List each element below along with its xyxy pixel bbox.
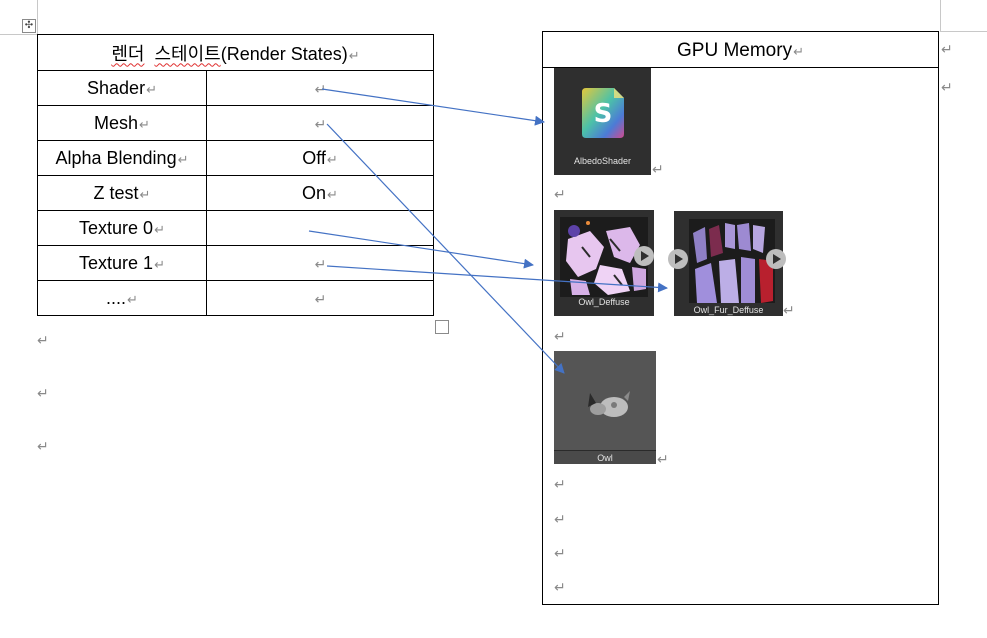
asset-name-label: Owl_Fur_Deffuse bbox=[693, 305, 764, 315]
paragraph-mark: ↵ bbox=[657, 451, 669, 467]
row-label-cell: Texture 1↵ bbox=[37, 245, 207, 281]
paragraph-mark: ↵ bbox=[554, 186, 566, 202]
paragraph-mark: ↵ bbox=[154, 256, 165, 272]
albedo-shader-thumbnail[interactable]: S AlbedoShader bbox=[554, 68, 651, 175]
play-arrow-icon bbox=[668, 249, 688, 269]
title-en: (Render States) bbox=[220, 43, 348, 64]
crop-mark-left bbox=[0, 34, 38, 35]
svg-text:S: S bbox=[594, 99, 613, 129]
table-move-handle-icon[interactable]: ✣ bbox=[22, 19, 36, 33]
crop-mark-top-left bbox=[37, 0, 38, 34]
paragraph-mark: ↵ bbox=[37, 438, 49, 454]
shader-s-icon: S bbox=[582, 88, 624, 138]
paragraph-mark: ↵ bbox=[37, 385, 49, 401]
owl-mesh-icon bbox=[588, 391, 630, 417]
row-value: On bbox=[302, 182, 327, 203]
row-label: Texture 1 bbox=[79, 252, 154, 273]
row-value-cell: ↵ bbox=[206, 245, 434, 281]
paragraph-mark: ↵ bbox=[327, 186, 338, 202]
row-label-cell: Shader↵ bbox=[37, 70, 207, 106]
row-label: Alpha Blending bbox=[55, 147, 177, 168]
asset-name-label: Owl bbox=[597, 453, 613, 463]
row-value-cell bbox=[206, 210, 434, 246]
paragraph-mark: ↵ bbox=[554, 579, 566, 595]
title-ko-part2: 스테이트 bbox=[154, 43, 221, 64]
paragraph-mark: ↵ bbox=[941, 41, 953, 57]
row-value: Off bbox=[302, 147, 326, 168]
row-label: Mesh bbox=[94, 112, 139, 133]
row-label: .... bbox=[106, 287, 127, 308]
row-value-cell: Off↵ bbox=[206, 140, 434, 176]
row-label: Z test bbox=[93, 182, 139, 203]
paragraph-mark: ↵ bbox=[139, 186, 151, 202]
row-value-cell: ↵ bbox=[206, 280, 434, 316]
gpu-memory-title: GPU Memory↵ bbox=[543, 32, 938, 68]
paragraph-mark: ↵ bbox=[314, 255, 327, 272]
play-arrow-icon bbox=[766, 249, 786, 269]
crop-mark-top-right bbox=[940, 0, 941, 31]
paragraph-mark: ↵ bbox=[348, 47, 360, 63]
paragraph-mark: ↵ bbox=[314, 115, 327, 132]
asset-name-label: Owl_Deffuse bbox=[578, 297, 630, 307]
gpu-title-text: GPU Memory bbox=[677, 40, 793, 61]
paragraph-mark: ↵ bbox=[554, 328, 566, 344]
table-resize-handle[interactable] bbox=[435, 320, 449, 334]
owl-fur-texture-icon bbox=[689, 219, 775, 303]
paragraph-mark: ↵ bbox=[146, 81, 157, 97]
paragraph-mark: ↵ bbox=[941, 79, 953, 95]
paragraph-mark: ↵ bbox=[37, 332, 49, 348]
render-states-table: 렌더 스테이트(Render States)↵ Shader↵ ↵ Mesh↵ … bbox=[37, 34, 434, 316]
owl-fur-deffuse-thumbnail[interactable]: Owl_Fur_Deffuse bbox=[668, 211, 786, 316]
row-label-cell: Alpha Blending↵ bbox=[37, 140, 207, 176]
paragraph-mark: ↵ bbox=[554, 545, 566, 561]
paragraph-mark: ↵ bbox=[177, 151, 189, 167]
paragraph-mark: ↵ bbox=[314, 290, 327, 307]
paragraph-mark: ↵ bbox=[326, 151, 338, 167]
paragraph-mark: ↵ bbox=[793, 44, 804, 59]
row-label: Texture 0 bbox=[79, 217, 154, 238]
arrow-texture1 bbox=[326, 265, 668, 293]
owl-mesh-thumbnail[interactable]: Owl bbox=[554, 351, 656, 464]
paragraph-mark: ↵ bbox=[783, 302, 795, 318]
paragraph-mark: ↵ bbox=[314, 80, 327, 97]
paragraph-mark: ↵ bbox=[139, 116, 150, 132]
row-label: Shader bbox=[87, 77, 146, 98]
row-label-cell: Z test↵ bbox=[37, 175, 207, 211]
arrow-texture0 bbox=[308, 230, 534, 269]
gpu-memory-box: GPU Memory↵ bbox=[542, 31, 939, 605]
paragraph-mark: ↵ bbox=[554, 511, 566, 527]
paragraph-mark: ↵ bbox=[554, 476, 566, 492]
arrow-mesh bbox=[326, 123, 565, 374]
paragraph-mark: ↵ bbox=[652, 161, 664, 177]
paragraph-mark: ↵ bbox=[154, 221, 165, 237]
play-arrow-icon bbox=[634, 246, 654, 266]
arrow-shader bbox=[321, 88, 545, 126]
title-ko-part1: 렌더 bbox=[111, 43, 145, 64]
paragraph-mark: ↵ bbox=[127, 291, 138, 307]
crop-mark-right bbox=[940, 31, 987, 32]
row-label-cell: Texture 0↵ bbox=[37, 210, 207, 246]
asset-name-label: AlbedoShader bbox=[573, 156, 632, 166]
row-label-cell: ....↵ bbox=[37, 280, 207, 316]
